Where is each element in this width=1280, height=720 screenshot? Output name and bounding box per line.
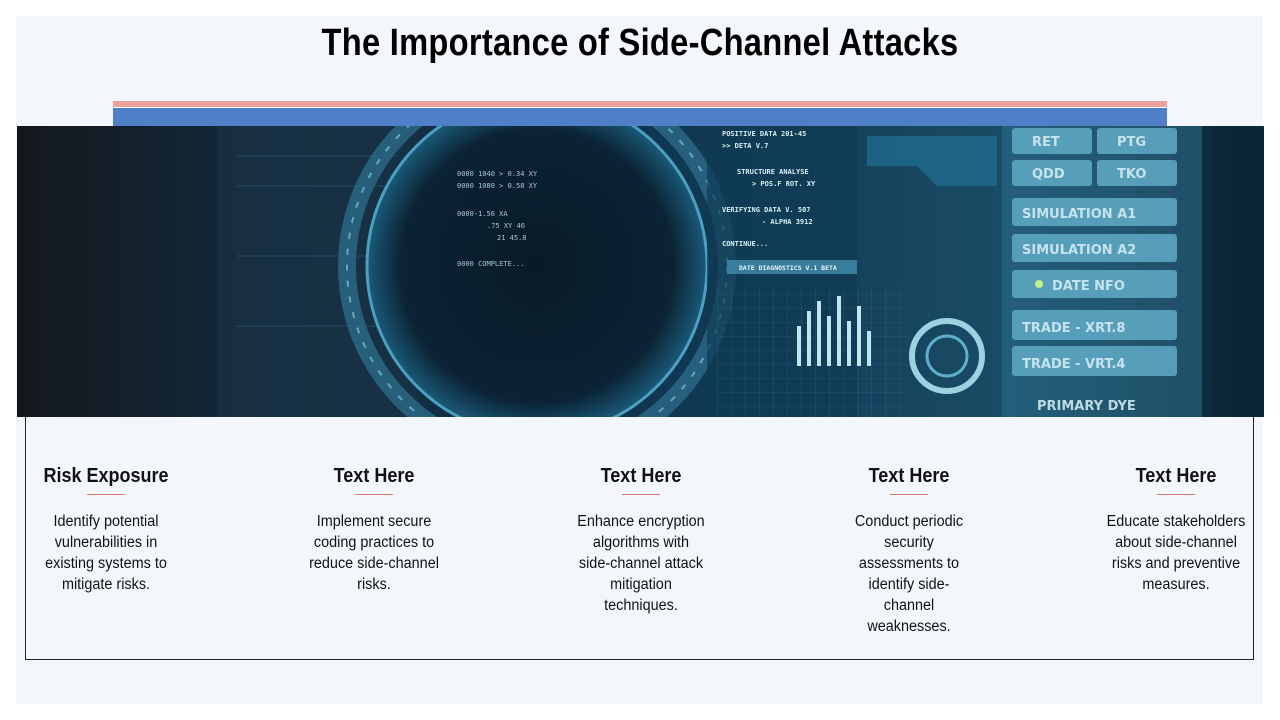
- column-2: Text Here Implement secure coding practi…: [284, 462, 464, 595]
- slide-title: The Importance of Side-Channel Attacks: [321, 22, 959, 64]
- svg-text:TKO: TKO: [1117, 167, 1146, 182]
- svg-text:SIMULATION A1: SIMULATION A1: [1022, 207, 1136, 222]
- svg-text:VERIFYING DATA V. 507: VERIFYING DATA V. 507: [722, 206, 811, 214]
- svg-text:PTG: PTG: [1117, 135, 1146, 150]
- svg-text:.75 XY 46: .75 XY 46: [487, 222, 525, 230]
- heading-divider: [890, 494, 928, 495]
- column-heading: Text Here: [600, 465, 682, 487]
- svg-text:DATE DIAGNOSTICS V.1 BETA: DATE DIAGNOSTICS V.1 BETA: [739, 264, 837, 272]
- column-heading: Text Here: [868, 465, 950, 487]
- column-1: Risk Exposure Identify potential vulnera…: [16, 462, 196, 595]
- svg-text:TRADE - XRT.8: TRADE - XRT.8: [1022, 321, 1125, 336]
- column-body: Identify potential vulnerabilities in ex…: [45, 513, 167, 593]
- hud-banner-image: 0000 1040 > 0.34 XY 0000 1080 > 0.58 XY …: [17, 126, 1264, 417]
- svg-text:TRADE - VRT.4: TRADE - VRT.4: [1022, 357, 1125, 372]
- svg-text:QDD: QDD: [1032, 167, 1065, 182]
- heading-divider: [1157, 494, 1195, 495]
- svg-text:CONTINUE...: CONTINUE...: [722, 240, 768, 248]
- svg-text:0000 1080 > 0.58 XY: 0000 1080 > 0.58 XY: [457, 182, 538, 190]
- svg-text:0000 1040 > 0.34 XY: 0000 1040 > 0.34 XY: [457, 170, 538, 178]
- svg-text:POSITIVE DATA 201-45: POSITIVE DATA 201-45: [722, 130, 806, 138]
- column-4: Text Here Conduct periodic security asse…: [819, 462, 999, 637]
- heading-divider: [87, 494, 125, 495]
- column-body: Educate stakeholders about side-channel …: [1106, 513, 1246, 593]
- futuristic-hud-screen-image: 0000 1040 > 0.34 XY 0000 1080 > 0.58 XY …: [17, 126, 1264, 417]
- svg-text:0000-1.56 XA: 0000-1.56 XA: [457, 210, 508, 218]
- column-body: Conduct periodic security assessments to…: [854, 513, 964, 635]
- column-3: Text Here Enhance encryption algorithms …: [551, 462, 731, 616]
- column-5: Text Here Educate stakeholders about sid…: [1086, 462, 1266, 595]
- column-heading: Text Here: [1135, 465, 1217, 487]
- svg-text:0000 COMPLETE...: 0000 COMPLETE...: [457, 260, 524, 268]
- svg-text:PRIMARY DYE: PRIMARY DYE: [1037, 399, 1136, 414]
- content-panel: [25, 417, 1254, 660]
- svg-text:RET: RET: [1032, 135, 1060, 150]
- title-accent-bar-pink: [113, 101, 1167, 107]
- svg-text:>> DETA V.7: >> DETA V.7: [722, 142, 768, 150]
- svg-text:> POS.F ROT. XY: > POS.F ROT. XY: [752, 180, 816, 188]
- svg-text:- ALPHA 3912: - ALPHA 3912: [762, 218, 813, 226]
- column-body: Enhance encryption algorithms with side-…: [577, 513, 705, 614]
- heading-divider: [622, 494, 660, 495]
- column-heading: Risk Exposure: [43, 465, 169, 487]
- svg-text:STRUCTURE ANALYSE: STRUCTURE ANALYSE: [737, 168, 809, 176]
- column-heading: Text Here: [333, 465, 415, 487]
- svg-text:21 45.8: 21 45.8: [497, 234, 527, 242]
- svg-text:DATE NFO: DATE NFO: [1052, 279, 1125, 294]
- column-body: Implement secure coding practices to red…: [309, 513, 439, 593]
- title-accent-bar-blue: [113, 108, 1167, 126]
- svg-text:SIMULATION A2: SIMULATION A2: [1022, 243, 1136, 258]
- heading-divider: [355, 494, 393, 495]
